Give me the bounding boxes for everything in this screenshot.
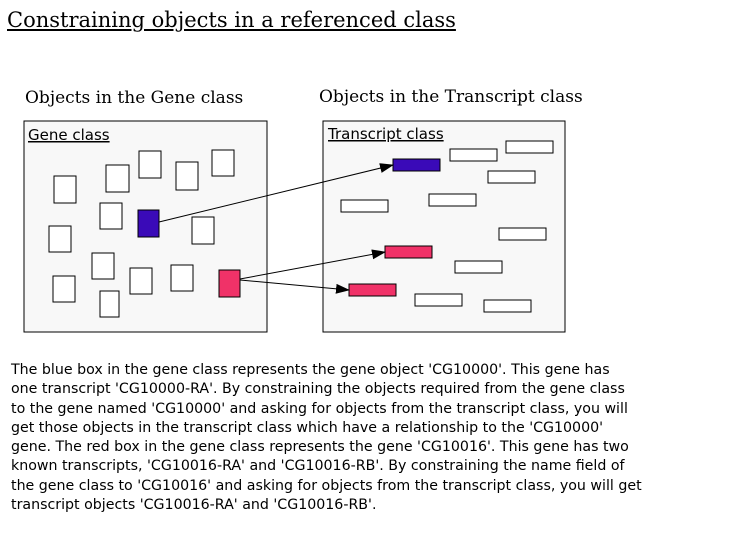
description-line: transcript objects 'CG10016-RA' and 'CG1… — [11, 497, 377, 514]
description-line: to the gene named 'CG10000' and asking f… — [11, 400, 628, 417]
description-line: gene. The red box in the gene class repr… — [11, 439, 629, 456]
description-paragraph: The blue box in the gene class represent… — [11, 361, 741, 515]
gene-object — [170, 264, 194, 292]
transcript-object-cg10000-ra — [392, 158, 441, 172]
transcript-object — [414, 293, 463, 307]
page-title: Constraining objects in a referenced cla… — [7, 8, 456, 32]
class-diagram: Gene class Transcript class — [23, 120, 566, 333]
transcript-class-caption: Objects in the Transcript class — [319, 87, 583, 107]
transcript-class-box: Transcript class — [322, 120, 566, 333]
description-line: get those objects in the transcript clas… — [11, 419, 604, 436]
gene-object — [99, 290, 120, 318]
gene-object — [211, 149, 235, 177]
gene-object — [138, 150, 162, 179]
transcript-class-label: Transcript class — [327, 125, 444, 143]
transcript-object — [428, 193, 477, 207]
description-line: the gene class to 'CG10016' and asking f… — [11, 477, 642, 494]
gene-object — [53, 175, 77, 204]
transcript-object — [340, 199, 389, 213]
transcript-object-cg10016-ra — [384, 245, 433, 259]
relationship-arrow — [239, 279, 350, 294]
gene-object — [129, 267, 153, 295]
gene-class-caption: Objects in the Gene class — [25, 88, 244, 108]
relationship-arrow — [158, 163, 394, 223]
description-line: one transcript 'CG10000-RA'. By constrai… — [11, 381, 625, 398]
transcript-object — [487, 170, 536, 184]
gene-object-cg10000 — [137, 209, 160, 238]
gene-object — [99, 202, 123, 230]
gene-object — [52, 275, 76, 303]
transcript-object — [498, 227, 547, 241]
transcript-object — [449, 148, 498, 162]
gene-object-cg10016 — [218, 269, 241, 298]
transcript-object — [483, 299, 532, 313]
gene-object — [175, 161, 199, 191]
gene-object — [48, 225, 72, 253]
transcript-object — [505, 140, 554, 154]
description-line: The blue box in the gene class represent… — [11, 362, 610, 378]
description-line: known transcripts, 'CG10016-RA' and 'CG1… — [11, 458, 625, 475]
relationship-arrow — [239, 249, 386, 280]
transcript-object — [454, 260, 503, 274]
transcript-object-cg10016-rb — [348, 283, 397, 297]
gene-object — [105, 164, 130, 193]
gene-object — [91, 252, 115, 280]
gene-class-label: Gene class — [28, 126, 110, 144]
gene-object — [191, 216, 215, 245]
